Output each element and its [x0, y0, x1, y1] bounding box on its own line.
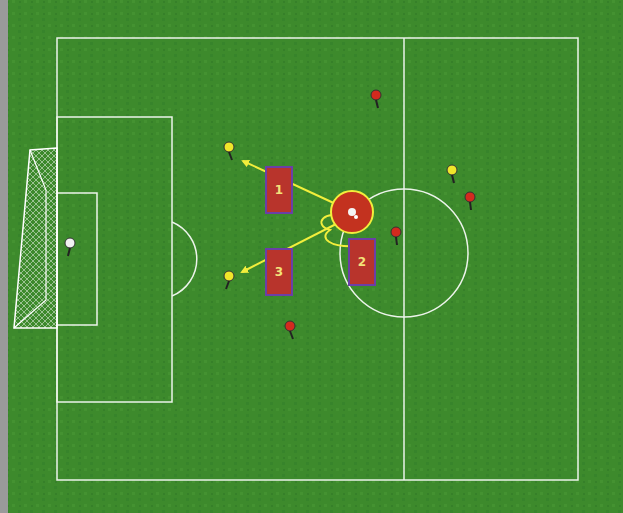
- zone-box: 3: [265, 248, 293, 296]
- red-players: [285, 90, 475, 339]
- goalkeeper: [65, 238, 75, 248]
- goal-net: [14, 148, 57, 328]
- zone-box: 1: [265, 166, 293, 214]
- yellow-players: [224, 142, 457, 289]
- zone-number: 1: [275, 184, 283, 196]
- zone-box: 2: [348, 238, 376, 286]
- zone-number: 2: [358, 256, 366, 268]
- zone-number: 3: [275, 266, 283, 278]
